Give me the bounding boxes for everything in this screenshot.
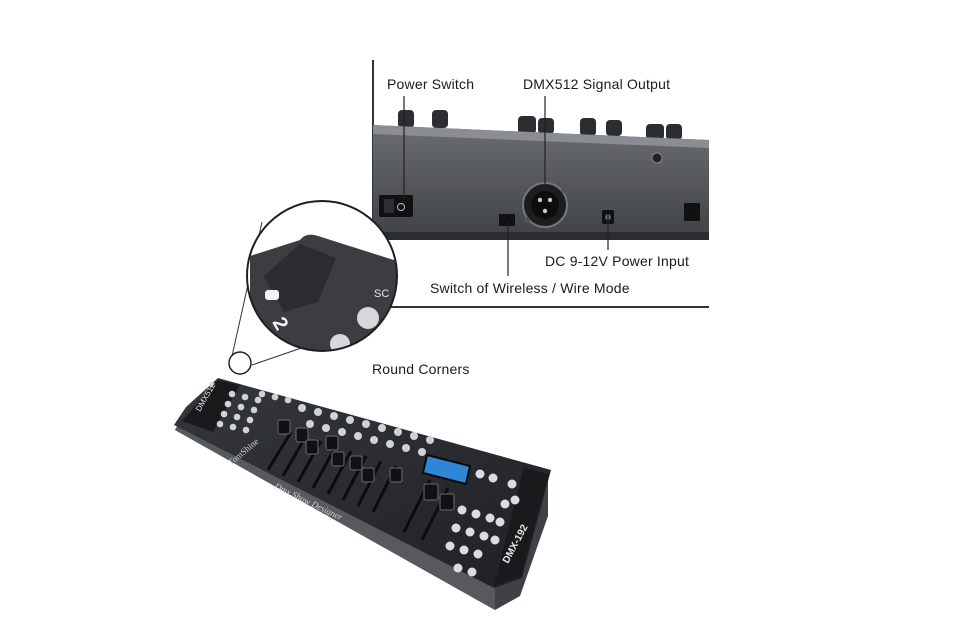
signal-output-label: DMX512 Signal Output — [523, 76, 671, 92]
rear-panel-photo — [372, 60, 709, 308]
round-corners-zoom: 2 SC — [228, 200, 398, 375]
round-corners-label: Round Corners — [372, 361, 470, 377]
power-switch-label: Power Switch — [387, 76, 475, 92]
zoom-text: SC — [374, 288, 389, 300]
dmx-console: DMX512 TomShine Dmx Show Designer DMX-19… — [174, 378, 551, 610]
wireless-switch-label: Switch of Wireless / Wire Mode — [430, 280, 630, 296]
dc-input-label: DC 9-12V Power Input — [545, 253, 690, 269]
